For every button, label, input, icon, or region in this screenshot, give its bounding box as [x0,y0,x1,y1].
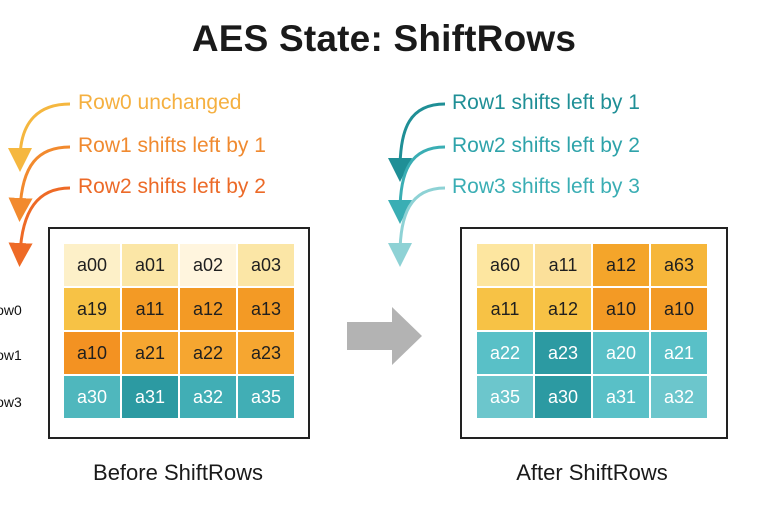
after-cell-r2-c2: a20 [593,332,649,374]
center-arrow [347,307,422,365]
after-cell-r1-c1: a12 [535,288,591,330]
after-cell-r2-c1: a23 [535,332,591,374]
before-cell-r2-c2: a22 [180,332,236,374]
before-cell-r1-c3: a13 [238,288,294,330]
before-caption: Before ShiftRows [93,460,263,485]
right-note-0: Row1 shifts left by 1 [452,91,640,114]
before-cell-r1-c1: a11 [122,288,178,330]
after-cell-r1-c0: a11 [477,288,533,330]
after-cell-r3-c3: a32 [651,376,707,418]
before-cell-r0-c0: a00 [64,244,120,286]
after-cell-r3-c2: a31 [593,376,649,418]
after-cell-r3-c0: a35 [477,376,533,418]
left-note-0: Row0 unchanged [78,91,242,114]
curve-arrow-row3-right [388,186,446,267]
before-cell-r2-c1: a21 [122,332,178,374]
right-note-2: Row3 shifts left by 3 [452,175,640,198]
before-cell-r3-c3: a35 [238,376,294,418]
page-title: AES State: ShiftRows [191,18,577,59]
before-cell-r0-c3: a03 [238,244,294,286]
after-cell-r0-c2: a12 [593,244,649,286]
before-cell-r2-c0: a10 [64,332,120,374]
after-cell-r2-c3: a21 [651,332,707,374]
after-cell-r0-c3: a63 [651,244,707,286]
curve-arrow-row1 [8,145,71,222]
curve-arrow-row0 [8,102,71,172]
curve-arrow-row2 [8,186,71,267]
before-cell-r0-c2: a02 [180,244,236,286]
after-cell-r3-c1: a30 [535,376,591,418]
after-cell-r1-c2: a10 [593,288,649,330]
before-cell-r0-c1: a01 [122,244,178,286]
row-label-0: Row0 [0,302,22,318]
after-cell-r1-c3: a10 [651,288,707,330]
before-cell-r2-c3: a23 [238,332,294,374]
after-cell-r2-c0: a22 [477,332,533,374]
before-cell-r3-c0: a30 [64,376,120,418]
after-cell-r0-c0: a60 [477,244,533,286]
row-label-2: Row3 [0,394,22,410]
before-cell-r3-c2: a32 [180,376,236,418]
after-cell-r0-c1: a11 [535,244,591,286]
before-cell-r1-c2: a12 [180,288,236,330]
before-cell-r3-c1: a31 [122,376,178,418]
curve-arrow-row1-right [388,102,446,182]
row-label-1: Row1 [0,347,22,363]
curve-arrow-row2-right [388,145,446,224]
before-cell-r1-c0: a19 [64,288,120,330]
right-note-1: Row2 shifts left by 2 [452,134,640,157]
left-note-2: Row2 shifts left by 2 [78,175,266,198]
after-caption: After ShiftRows [516,460,668,485]
left-note-1: Row1 shifts left by 1 [78,134,266,157]
